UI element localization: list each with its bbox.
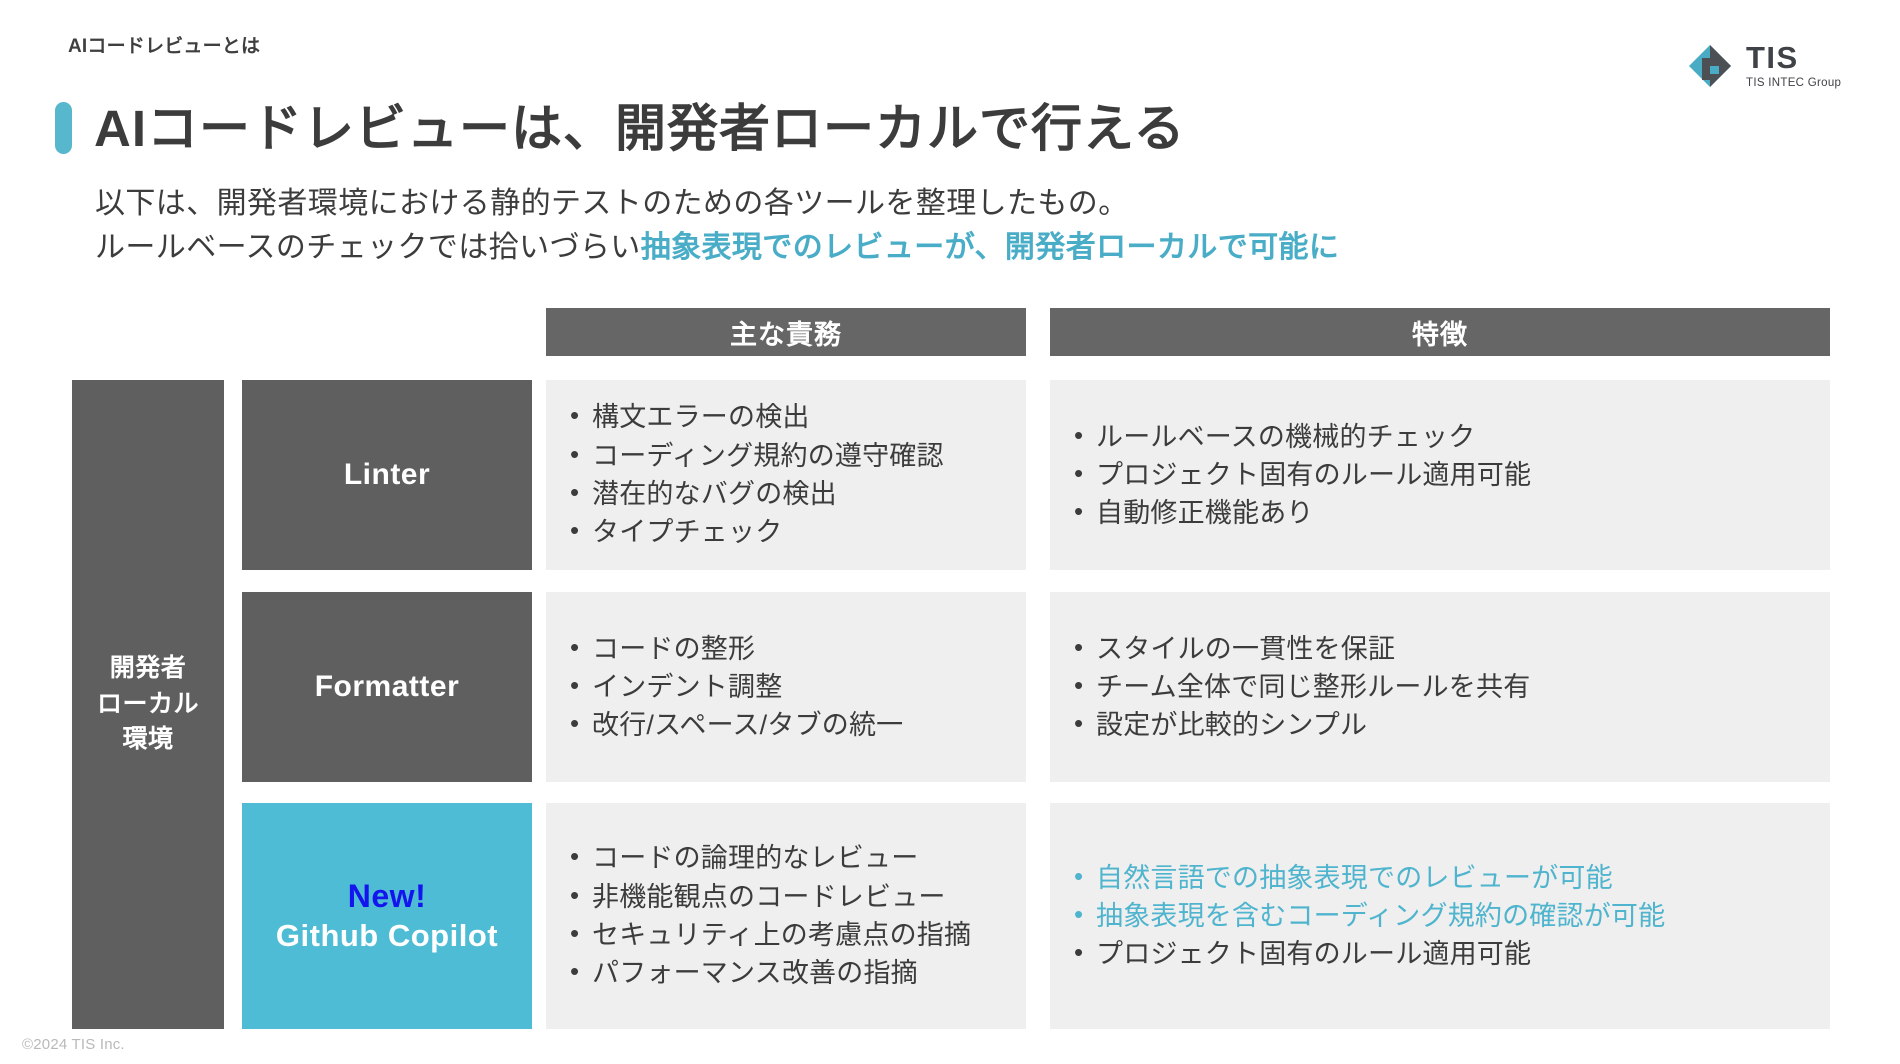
slide-eyebrow: AIコードレビューとは (68, 36, 261, 57)
list-item: プロジェクト固有のルール適用可能 (1072, 934, 1830, 973)
lead-line-2: ルールベースのチェックでは拾いづらい抽象表現でのレビューが、開発者ローカルで可能… (95, 226, 1339, 270)
page-title: AIコードレビューは、開発者ローカルで行える (55, 102, 1185, 154)
lead-paragraph: 以下は、開発者環境における静的テストのための各ツールを整理したもの。 ルールベー… (95, 182, 1339, 270)
new-badge: New! (347, 877, 427, 914)
list-item: インデント調整 (568, 667, 1026, 706)
list-item: パフォーマンス改善の指摘 (568, 953, 1026, 992)
feature-list-linter: ルールベースの機械的チェック プロジェクト固有のルール適用可能 自動修正機能あり (1072, 416, 1830, 533)
column-header-duty: 主な責務 (546, 308, 1026, 356)
tis-logo-name: TIS (1746, 40, 1799, 75)
feature-cell-formatter: スタイルの一貫性を保証 チーム全体で同じ整形ルールを共有 設定が比較的シンプル (1050, 592, 1830, 782)
list-item: コーディング規約の遵守確認 (568, 436, 1026, 475)
list-item: 構文エラーの検出 (568, 397, 1026, 436)
copyright-footer: ©2024 TIS Inc. (22, 1036, 125, 1053)
list-item: 自動修正機能あり (1072, 493, 1830, 532)
list-item: 改行/スペース/タブの統一 (568, 705, 1026, 744)
list-item: セキュリティ上の考慮点の指摘 (568, 915, 1026, 954)
tool-name-github-copilot: Github Copilot (275, 917, 499, 953)
lead-line-2-plain: ルールベースのチェックでは拾いづらい (95, 231, 641, 265)
list-item: 自然言語での抽象表現でのレビューが可能 (1072, 857, 1830, 897)
tis-logo: TIS TIS INTEC Group (1688, 42, 1841, 90)
column-header-feature: 特徴 (1050, 308, 1830, 356)
duty-cell-linter: 構文エラーの検出 コーディング規約の遵守確認 潜在的なバグの検出 タイプチェック (546, 380, 1026, 570)
duty-cell-github-copilot: コードの論理的なレビュー 非機能観点のコードレビュー セキュリティ上の考慮点の指… (546, 803, 1026, 1029)
tool-box-formatter: Formatter (242, 592, 532, 782)
list-item: チーム全体で同じ整形ルールを共有 (1072, 667, 1830, 706)
tis-logo-text: TIS TIS INTEC Group (1746, 42, 1841, 90)
duty-list-formatter: コードの整形 インデント調整 改行/スペース/タブの統一 (568, 628, 1026, 745)
feature-cell-linter: ルールベースの機械的チェック プロジェクト固有のルール適用可能 自動修正機能あり (1050, 380, 1830, 570)
feature-list-github-copilot: 自然言語での抽象表現でのレビューが可能 抽象表現を含むコーディング規約の確認が可… (1072, 857, 1830, 974)
duty-cell-formatter: コードの整形 インデント調整 改行/スペース/タブの統一 (546, 592, 1026, 782)
environment-label-text: 開発者ローカル環境 (96, 654, 199, 754)
feature-cell-github-copilot: 自然言語での抽象表現でのレビューが可能 抽象表現を含むコーディング規約の確認が可… (1050, 803, 1830, 1029)
list-item: 抽象表現を含むコーディング規約の確認が可能 (1072, 896, 1830, 935)
lead-line-1: 以下は、開発者環境における静的テストのための各ツールを整理したもの。 (95, 187, 1129, 220)
tis-logo-mark-icon (1689, 44, 1731, 87)
list-item: スタイルの一貫性を保証 (1072, 628, 1830, 668)
lead-line-2-highlight: 抽象表現でのレビューが、開発者ローカルで可能に (640, 231, 1340, 265)
list-item: 設定が比較的シンプル (1072, 705, 1830, 744)
tool-box-linter: Linter (242, 380, 532, 570)
title-text: AIコードレビューは、開発者ローカルで行える (94, 99, 1186, 157)
tool-box-github-copilot: New! Github Copilot (242, 803, 532, 1029)
list-item: ルールベースの機械的チェック (1072, 416, 1830, 456)
list-item: 潜在的なバグの検出 (568, 474, 1026, 513)
list-item: コードの論理的なレビュー (568, 838, 1026, 877)
environment-label: 開発者ローカル環境 (72, 380, 224, 1029)
feature-list-formatter: スタイルの一貫性を保証 チーム全体で同じ整形ルールを共有 設定が比較的シンプル (1072, 628, 1830, 745)
tis-logo-tagline: TIS INTEC Group (1746, 77, 1842, 89)
tool-name-formatter: Formatter (314, 670, 460, 703)
list-item: 非機能観点のコードレビュー (568, 877, 1026, 916)
title-accent-bar (55, 102, 72, 154)
duty-list-linter: 構文エラーの検出 コーディング規約の遵守確認 潜在的なバグの検出 タイプチェック (568, 397, 1026, 551)
list-item: タイプチェック (568, 512, 1026, 551)
list-item: プロジェクト固有のルール適用可能 (1072, 455, 1830, 494)
duty-list-github-copilot: コードの論理的なレビュー 非機能観点のコードレビュー セキュリティ上の考慮点の指… (568, 838, 1026, 992)
tool-name-linter: Linter (343, 458, 431, 491)
list-item: コードの整形 (568, 628, 1026, 668)
